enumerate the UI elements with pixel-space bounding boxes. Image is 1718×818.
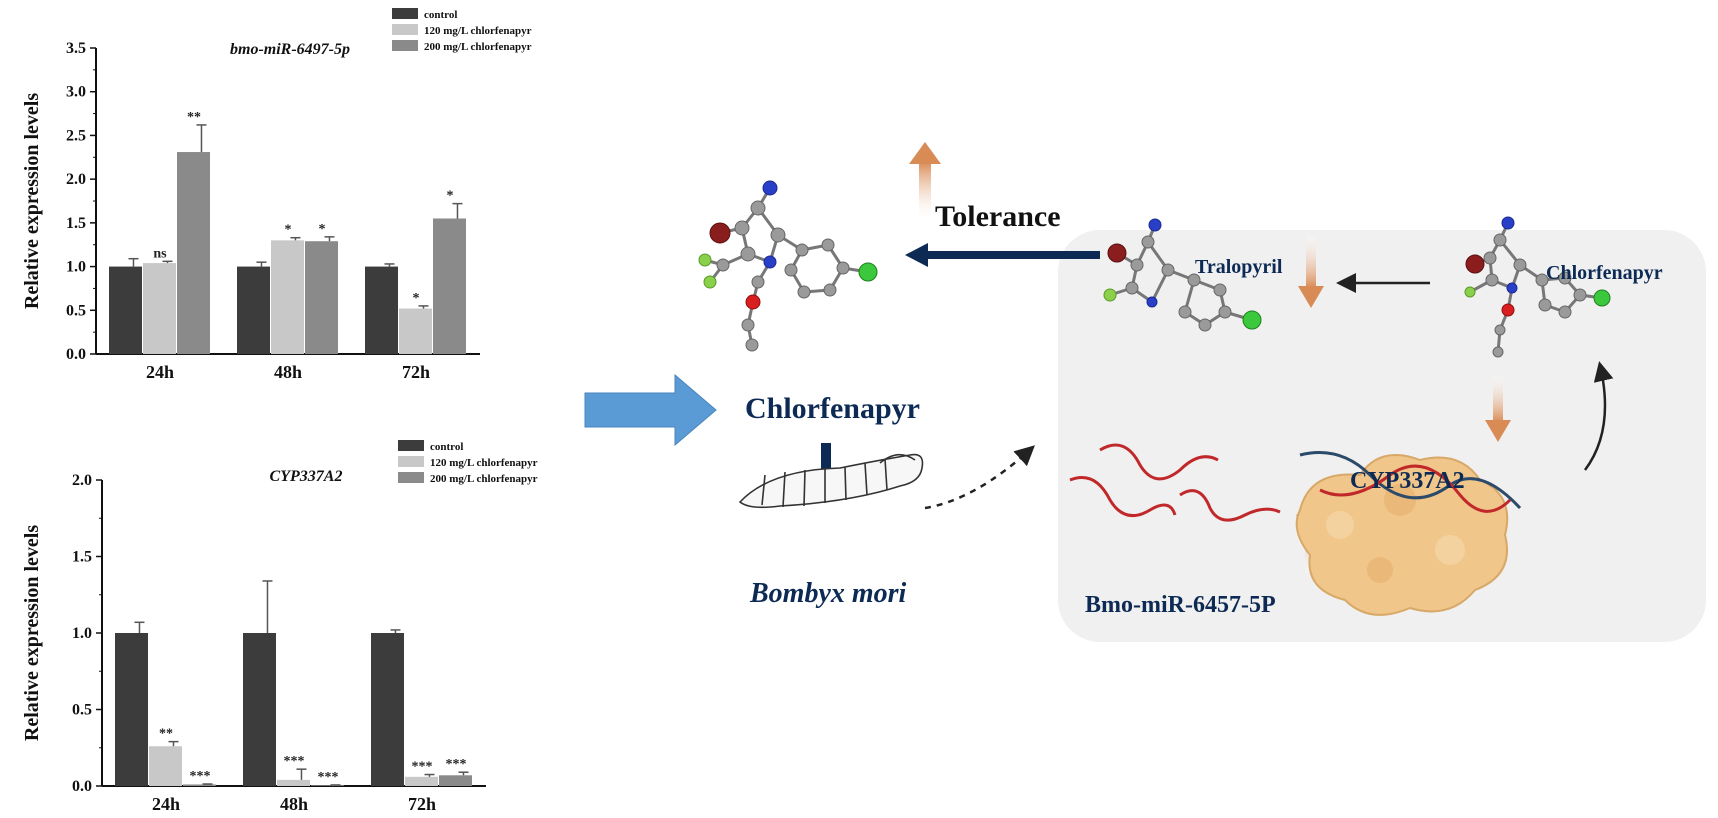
- y-tick-label: 0.5: [72, 702, 92, 719]
- y-tick-label: 3.5: [66, 40, 86, 57]
- significance-label: ***: [284, 754, 305, 769]
- bar: [109, 266, 142, 354]
- cyp-label: CYP337A2: [1350, 468, 1465, 494]
- bar: [271, 240, 304, 354]
- bar: [365, 266, 398, 354]
- significance-label: *: [319, 222, 326, 237]
- tralopyril-label: Tralopyril: [1195, 256, 1283, 278]
- legend-swatch: [392, 40, 418, 51]
- y-tick-label: 1.5: [66, 215, 86, 232]
- legend-label: control: [424, 9, 457, 21]
- legend-swatch: [398, 440, 424, 451]
- y-axis-label: Relative expression levels: [21, 525, 43, 741]
- legend-label: 200 mg/L chlorfenapyr: [430, 473, 538, 485]
- y-tick-label: 0.0: [72, 778, 92, 795]
- bar: [277, 779, 310, 786]
- legend-swatch: [398, 472, 424, 483]
- bar: [433, 218, 466, 354]
- bar: [177, 152, 210, 354]
- bar: [305, 241, 338, 354]
- chart-title: CYP337A2: [270, 468, 343, 485]
- chart-title: bmo-miR-6497-5p: [230, 41, 350, 58]
- significance-label: *: [447, 189, 454, 204]
- bar: [399, 308, 432, 354]
- chlorfenapyr-label: Chlorfenapyr: [745, 392, 920, 425]
- chlorfenapyr-box-label: Chlorfenapyr: [1546, 262, 1663, 284]
- chlorfenapyr-box-molecule-icon: [1464, 216, 1611, 358]
- dashed-arrow-icon: [924, 445, 1035, 510]
- process-box: [1058, 230, 1706, 642]
- bar: [371, 633, 404, 786]
- legend-swatch: [392, 8, 418, 19]
- tolerance-up-arrow-icon: [909, 142, 941, 218]
- chlorfenapyr-molecule-icon: [698, 180, 878, 352]
- y-tick-label: 2.0: [72, 472, 92, 489]
- significance-label: ***: [190, 769, 211, 784]
- block-arrow-icon: [584, 373, 717, 447]
- tolerance-label: Tolerance: [935, 200, 1061, 233]
- y-tick-label: 1.0: [66, 259, 86, 276]
- y-axis-label: Relative expression levels: [21, 93, 43, 309]
- bar: [237, 266, 270, 354]
- significance-label: **: [159, 727, 173, 742]
- y-tick-label: 1.5: [72, 549, 92, 566]
- bar: [439, 775, 472, 786]
- navy-left-arrow-icon: [905, 243, 1100, 267]
- bar: [243, 633, 276, 786]
- y-tick-label: 3.0: [66, 84, 86, 101]
- diagram-graphics: [584, 142, 1706, 642]
- bombyx-mori-label: Bombyx mori: [750, 578, 907, 609]
- y-tick-label: 0.0: [66, 346, 86, 363]
- x-tick-label: 72h: [402, 362, 430, 380]
- mirna-label: Bmo-miR-6457-5P: [1085, 592, 1276, 618]
- x-tick-label: 48h: [280, 794, 308, 814]
- legend-label: 120 mg/L chlorfenapyr: [430, 457, 538, 469]
- x-tick-label: 72h: [408, 794, 436, 814]
- bar: [405, 776, 438, 786]
- bar: [183, 784, 216, 786]
- mirna-strands-icon: [1069, 443, 1281, 522]
- x-tick-label: 24h: [152, 794, 180, 814]
- cyp-to-chlorfenapyr-arrow-icon: [1583, 361, 1614, 471]
- y-tick-label: 2.0: [66, 171, 86, 188]
- significance-label: ***: [446, 757, 467, 772]
- significance-label: ***: [412, 760, 433, 775]
- legend-label: control: [430, 441, 463, 453]
- tralopyril-molecule-icon: [1103, 218, 1262, 332]
- silkworm-icon: [738, 453, 924, 509]
- bar: [115, 633, 148, 786]
- significance-label: *: [413, 291, 420, 306]
- y-tick-label: 1.0: [72, 625, 92, 642]
- significance-label: *: [285, 223, 292, 238]
- dna-helix-icon: [1299, 451, 1522, 513]
- legend-label: 200 mg/L chlorfenapyr: [424, 41, 532, 53]
- legend-swatch: [392, 24, 418, 35]
- legend-swatch: [398, 456, 424, 467]
- mechanism-diagram: Tolerance Chlorfenapyr Bombyx mori Tralo…: [580, 130, 1718, 818]
- bar: [311, 785, 344, 786]
- significance-label: ***: [318, 770, 339, 785]
- y-tick-label: 0.5: [66, 302, 86, 319]
- significance-label: **: [187, 110, 201, 125]
- bar: [143, 263, 176, 354]
- x-tick-label: 48h: [274, 362, 302, 380]
- legend-label: 120 mg/L chlorfenapyr: [424, 25, 532, 37]
- significance-label: ns: [153, 246, 167, 261]
- cyp-down-arrow-icon: [1485, 376, 1511, 442]
- tralopyril-down-arrow-icon: [1298, 236, 1324, 308]
- bar: [149, 746, 182, 786]
- x-tick-label: 24h: [146, 362, 174, 380]
- y-tick-label: 2.5: [66, 127, 86, 144]
